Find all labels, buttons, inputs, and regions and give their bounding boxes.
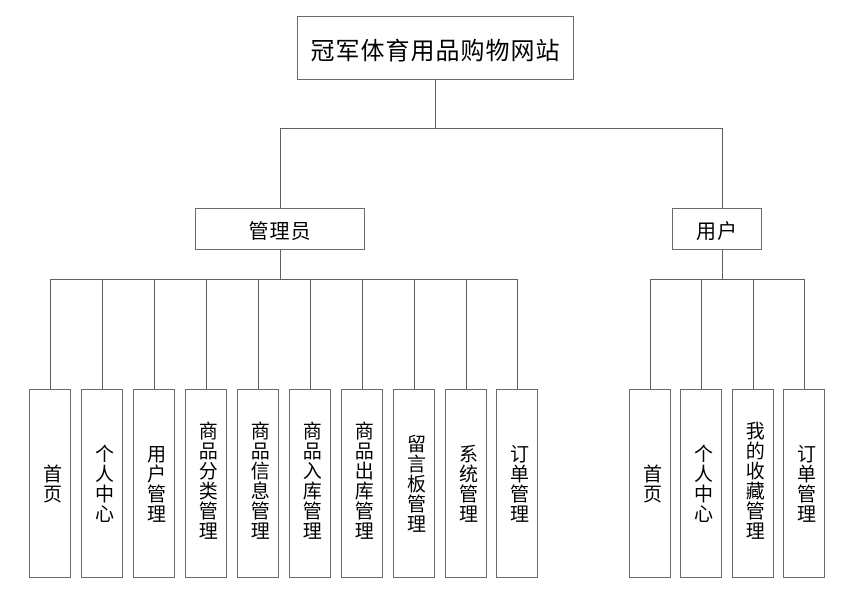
node-admin-leaf-user-management[interactable]: 用户管理 [133, 389, 175, 578]
node-user-leaf-personal-center-label: 个人中心 [690, 443, 713, 524]
node-admin-leaf-order-management[interactable]: 订单管理 [496, 389, 538, 578]
connector-drop-user [722, 128, 723, 208]
connector-user-leaf-drop-1 [650, 279, 651, 389]
node-admin-leaf-system-management-label: 系统管理 [455, 443, 478, 524]
node-admin-leaf-product-inbound-management-label: 商品入库管理 [299, 420, 322, 541]
connector-admin-leaf-drop-5 [258, 279, 259, 389]
node-role-user[interactable]: 用户 [672, 208, 762, 250]
connector-user-leaf-drop-4 [804, 279, 805, 389]
node-admin-leaf-product-category-management[interactable]: 商品分类管理 [185, 389, 227, 578]
connector-level2-bus [280, 128, 722, 129]
node-admin-leaf-personal-center[interactable]: 个人中心 [81, 389, 123, 578]
connector-admin-leaf-drop-10 [517, 279, 518, 389]
node-admin-leaf-product-outbound-management[interactable]: 商品出库管理 [341, 389, 383, 578]
node-admin-leaf-message-board-management[interactable]: 留言板管理 [393, 389, 435, 578]
node-user-leaf-my-favorites-management[interactable]: 我的收藏管理 [732, 389, 774, 578]
node-user-leaf-home[interactable]: 首页 [629, 389, 671, 578]
node-root-label: 冠军体育用品购物网站 [310, 36, 561, 65]
node-user-leaf-home-label: 首页 [639, 463, 662, 504]
node-admin-leaf-personal-center-label: 个人中心 [91, 443, 114, 524]
node-user-leaf-order-management[interactable]: 订单管理 [783, 389, 825, 578]
node-admin-leaf-product-outbound-management-label: 商品出库管理 [351, 420, 374, 541]
connector-admin-leaf-drop-8 [414, 279, 415, 389]
node-admin-leaf-order-management-label: 订单管理 [506, 443, 529, 524]
connector-admin-leaf-drop-7 [362, 279, 363, 389]
connector-admin-bus [50, 279, 517, 280]
node-admin-leaf-product-info-management-label: 商品信息管理 [247, 420, 270, 541]
node-admin-leaf-product-info-management[interactable]: 商品信息管理 [237, 389, 279, 578]
connector-drop-admin [280, 128, 281, 208]
node-role-admin[interactable]: 管理员 [195, 208, 365, 250]
connector-user-stem [722, 250, 723, 279]
node-role-admin-label: 管理员 [248, 218, 312, 243]
node-admin-leaf-product-category-management-label: 商品分类管理 [195, 420, 218, 541]
node-root[interactable]: 冠军体育用品购物网站 [297, 16, 574, 80]
node-admin-leaf-message-board-management-label: 留言板管理 [403, 433, 426, 534]
connector-admin-leaf-drop-4 [206, 279, 207, 389]
connector-admin-stem [280, 250, 281, 279]
connector-admin-leaf-drop-2 [102, 279, 103, 389]
node-user-leaf-my-favorites-management-label: 我的收藏管理 [742, 420, 765, 541]
node-role-user-label: 用户 [696, 218, 738, 243]
connector-admin-leaf-drop-3 [154, 279, 155, 389]
node-admin-leaf-user-management-label: 用户管理 [143, 443, 166, 524]
node-admin-leaf-system-management[interactable]: 系统管理 [445, 389, 487, 578]
node-user-leaf-order-management-label: 订单管理 [793, 443, 816, 524]
node-admin-leaf-home-label: 首页 [39, 463, 62, 504]
connector-admin-leaf-drop-9 [466, 279, 467, 389]
connector-admin-leaf-drop-1 [50, 279, 51, 389]
node-user-leaf-personal-center[interactable]: 个人中心 [680, 389, 722, 578]
node-admin-leaf-home[interactable]: 首页 [29, 389, 71, 578]
connector-root-stem [435, 80, 436, 128]
connector-admin-leaf-drop-6 [310, 279, 311, 389]
connector-user-leaf-drop-2 [701, 279, 702, 389]
connector-user-bus [650, 279, 805, 280]
connector-user-leaf-drop-3 [753, 279, 754, 389]
node-admin-leaf-product-inbound-management[interactable]: 商品入库管理 [289, 389, 331, 578]
